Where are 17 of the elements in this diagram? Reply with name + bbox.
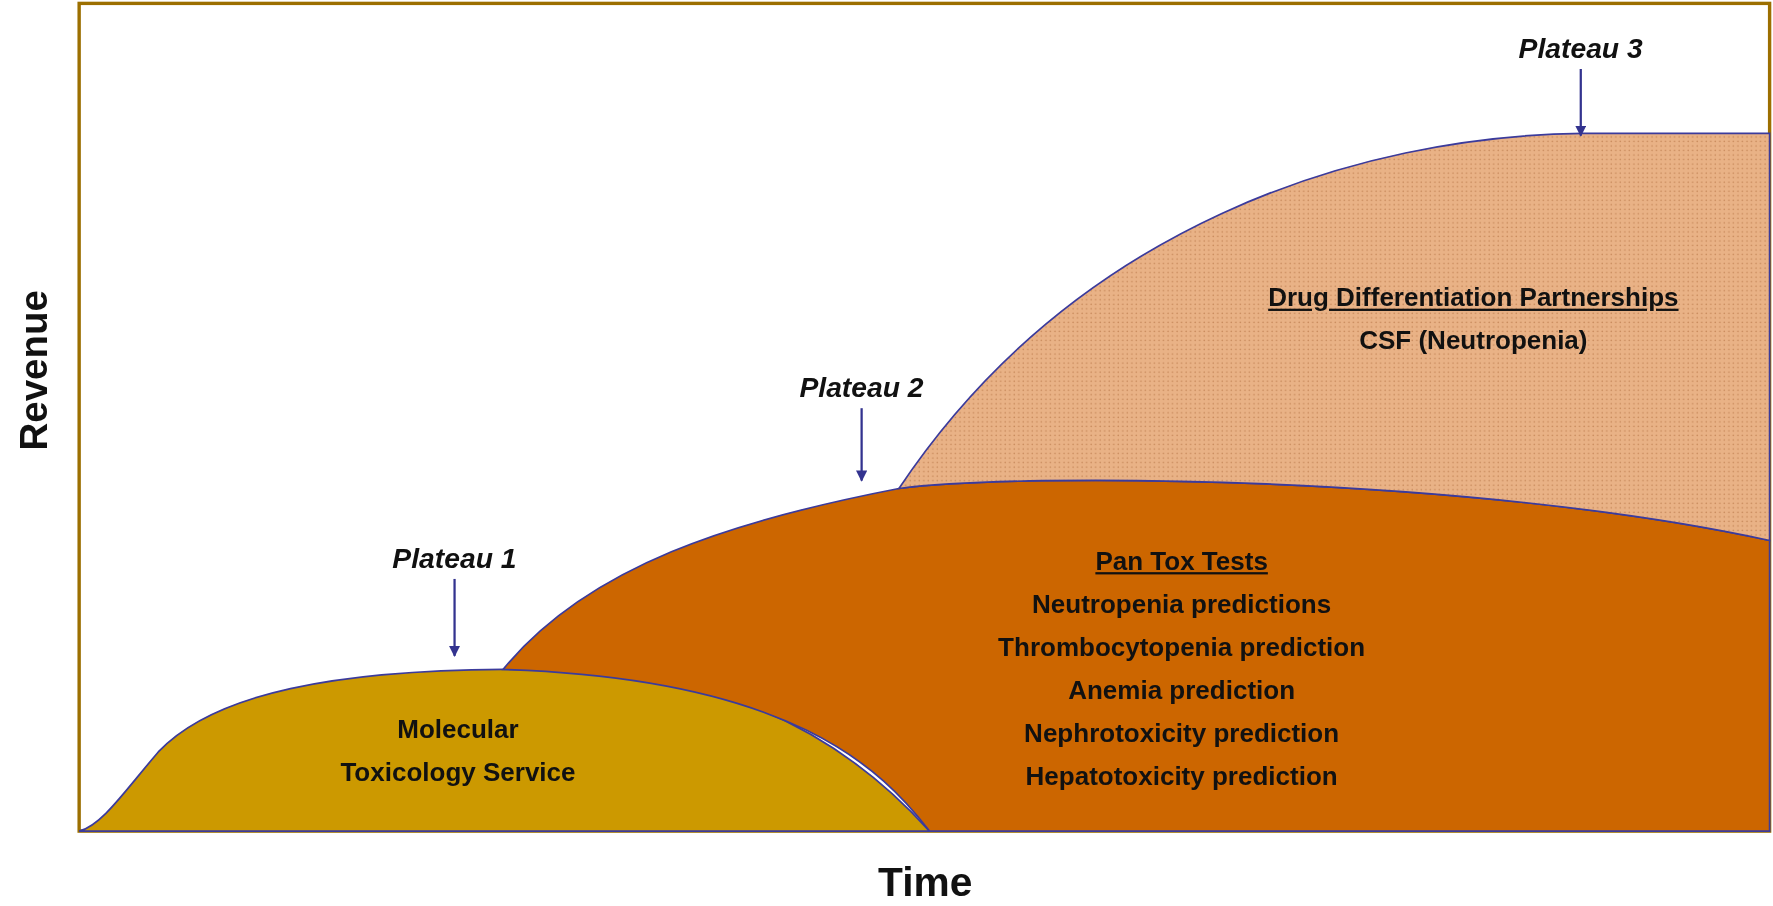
axis-title: Revenue <box>11 289 56 450</box>
arrow <box>448 578 461 657</box>
area-label: Anemia prediction <box>1067 674 1297 707</box>
plateau-label: Plateau 1 <box>392 540 517 575</box>
arrow <box>855 408 868 482</box>
area-label: CSF (Neutropenia) <box>1358 324 1589 358</box>
area-label: Molecular Toxicology Service <box>339 713 577 789</box>
plateau-label: Plateau 2 <box>799 369 924 404</box>
area-label: Neutropenia predictions <box>1031 588 1333 621</box>
plateau-label: Plateau 3 <box>1518 30 1643 65</box>
area-label: Nephrotoxicity prediction <box>1023 717 1341 750</box>
area-label: Thrombocytopenia prediction <box>997 631 1367 664</box>
area-heading: Drug Differentiation Partnerships <box>1267 281 1680 315</box>
axis-title: Time <box>878 858 973 906</box>
area-heading: Pan Tox Tests <box>1094 545 1269 578</box>
area-label: Hepatotoxicity prediction <box>1024 760 1339 793</box>
arrow <box>1575 69 1587 137</box>
